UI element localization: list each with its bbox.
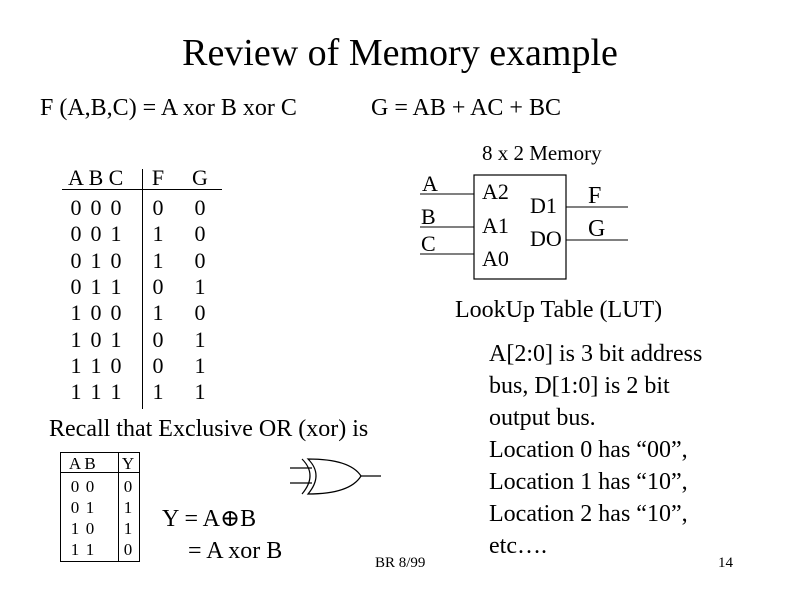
lut-line: etc…. — [489, 533, 547, 559]
xor-table-cell: 0 — [123, 477, 133, 496]
truth-table-cell: 1 — [152, 221, 164, 247]
truth-table-cell: 0 — [194, 247, 206, 273]
truth-table-cell: 0 — [90, 221, 102, 247]
truth-table-cell: 1 — [90, 352, 102, 378]
truth-table-cell: 1 — [70, 300, 82, 326]
xor-table-cell: 1 — [85, 498, 95, 517]
truth-table-cell: 0 — [110, 352, 122, 378]
xor-table-cell: 1 — [123, 519, 133, 538]
recall-xor-text: Recall that Exclusive OR (xor) is — [49, 416, 369, 442]
pin-d0: DO — [530, 226, 562, 251]
equation-g: G = AB + AC + BC — [371, 95, 561, 121]
xor-table-column-divider — [118, 453, 119, 561]
truth-table-cell: 0 — [110, 247, 122, 273]
truth-table-cell: 1 — [70, 352, 82, 378]
xor-table-cell: 1 — [123, 498, 133, 517]
truth-table-cell: 1 — [90, 247, 102, 273]
memory-title: 8 x 2 Memory — [482, 141, 602, 165]
header-g: G — [192, 165, 208, 190]
xor-table-cell: 1 — [70, 519, 80, 538]
input-label-a: A — [422, 171, 438, 196]
xor-table-cell: 1 — [85, 540, 95, 559]
xor-gate-icon — [290, 458, 381, 495]
truth-table-cell: 0 — [194, 300, 206, 326]
truth-table-cell: 0 — [152, 352, 164, 378]
pin-a2: A2 — [482, 179, 509, 204]
input-label-b: B — [421, 204, 436, 229]
truth-table-cell: 0 — [70, 195, 82, 220]
xor-table-cell: 0 — [85, 519, 95, 538]
header-c: C — [108, 165, 124, 190]
truth-table-cell: 1 — [194, 352, 206, 378]
truth-table-cell: 1 — [110, 326, 122, 352]
truth-table-cell: 1 — [90, 379, 102, 405]
xor-header-y: Y — [121, 454, 135, 473]
memory-block: A B C A2 A1 A0 D1 DO F G — [420, 171, 628, 280]
page-number: 14 — [718, 555, 733, 571]
xor-header-a: A — [68, 454, 82, 473]
xor-table-cell: 0 — [123, 540, 133, 559]
output-label-f: F — [588, 183, 601, 209]
slide-title: Review of Memory example — [182, 32, 618, 74]
truth-table-cell: 0 — [152, 273, 164, 299]
xor-table-cell: 0 — [85, 477, 95, 496]
truth-table-cell: 0 — [70, 247, 82, 273]
truth-table-cell: 1 — [70, 326, 82, 352]
truth-table-cell: 0 — [194, 195, 206, 220]
truth-table-cell: 1 — [70, 379, 82, 405]
xor-table-cell: 1 — [70, 540, 80, 559]
xor-equation-text: = A xor B — [188, 538, 283, 564]
truth-table-cell: 1 — [110, 221, 122, 247]
input-label-c: C — [421, 231, 436, 256]
truth-table-cell: 1 — [90, 273, 102, 299]
xor-header-b: B — [84, 454, 96, 473]
lut-line: Location 1 has “10”, — [489, 469, 688, 495]
truth-table-cell: 0 — [152, 195, 164, 220]
truth-table-cell: 0 — [70, 221, 82, 247]
footer-author-date: BR 8/99 — [375, 555, 426, 571]
lut-line: bus, D[1:0] is 2 bit — [489, 373, 670, 399]
pin-a1: A1 — [482, 213, 509, 238]
truth-table-cell: 1 — [152, 300, 164, 326]
lut-line: Location 0 has “00”, — [489, 437, 688, 463]
pin-d1: D1 — [530, 193, 557, 218]
lut-line: Location 2 has “10”, — [489, 501, 688, 527]
lut-description: A[2:0] is 3 bit address bus, D[1:0] is 2… — [489, 338, 749, 562]
truth-table-cell: 0 — [90, 300, 102, 326]
truth-table-cell: 1 — [152, 247, 164, 273]
xor-equation-symbol: Y = A⊕B — [162, 506, 257, 532]
truth-table-cell: 0 — [90, 326, 102, 352]
pin-a0: A0 — [482, 246, 509, 271]
truth-table-cell: 1 — [152, 379, 164, 405]
truth-table-cell: 1 — [110, 379, 122, 405]
xor-table-cell: 0 — [70, 477, 80, 496]
truth-table-cell: 0 — [152, 326, 164, 352]
truth-table-cell: 0 — [110, 300, 122, 326]
xor-table-cell: 0 — [70, 498, 80, 517]
truth-table-cell: 1 — [194, 379, 206, 405]
equation-f: F (A,B,C) = A xor B xor C — [40, 95, 297, 121]
output-label-g: G — [588, 216, 605, 242]
truth-table-column-divider — [142, 169, 143, 409]
lut-heading: LookUp Table (LUT) — [455, 297, 663, 323]
header-f: F — [151, 165, 165, 190]
xor-table-header-divider — [61, 472, 139, 473]
lut-line: A[2:0] is 3 bit address — [489, 341, 703, 367]
truth-table-cell: 0 — [70, 273, 82, 299]
truth-table-cell: 0 — [110, 195, 122, 220]
truth-table-cell: 1 — [194, 326, 206, 352]
truth-table-cell: 1 — [194, 273, 206, 299]
header-a: A — [68, 165, 84, 190]
header-b: B — [88, 165, 104, 190]
truth-table-cell: 0 — [194, 221, 206, 247]
lut-line: output bus. — [489, 405, 596, 431]
truth-table-cell: 1 — [110, 273, 122, 299]
truth-table-cell: 0 — [90, 195, 102, 220]
